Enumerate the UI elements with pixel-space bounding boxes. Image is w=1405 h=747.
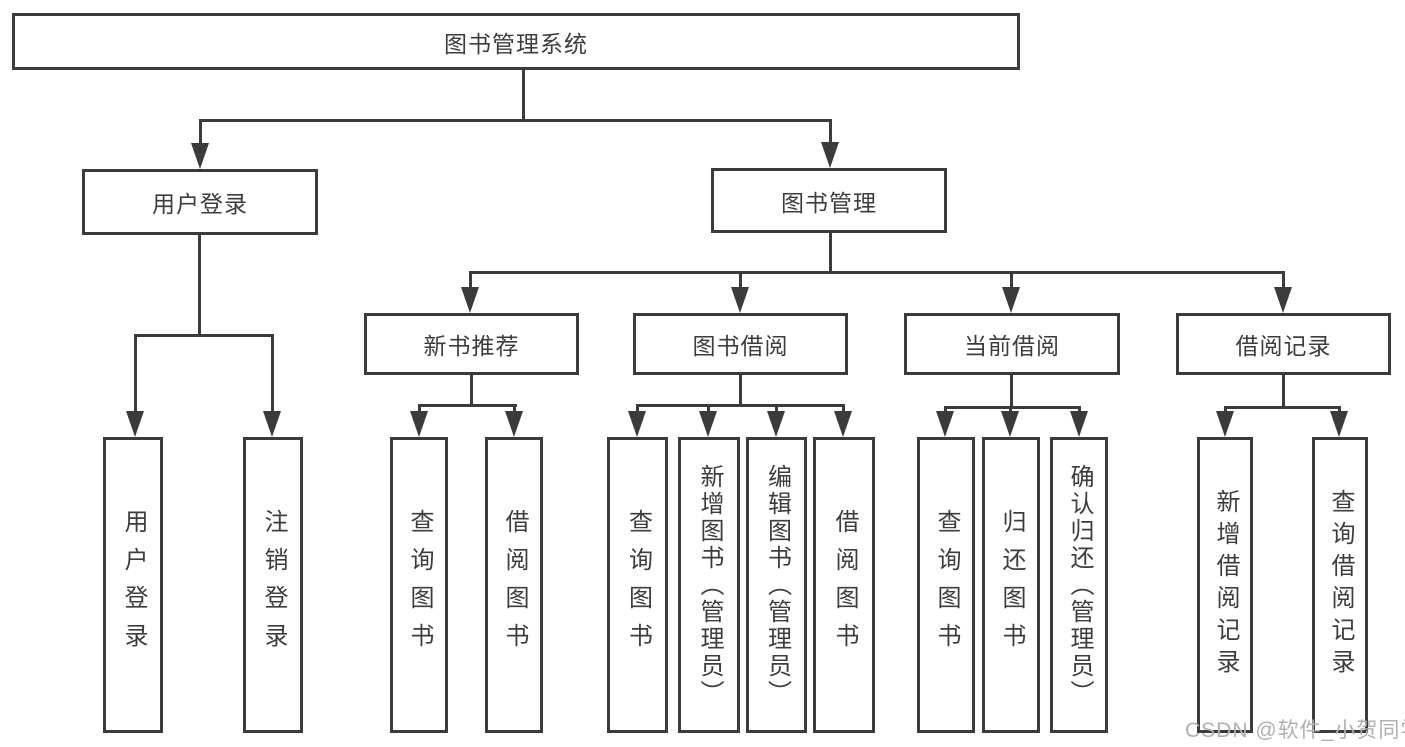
leaf-query-borrow-record: 查询借阅记录 [1312, 437, 1368, 733]
arrowhead-down-icon [1070, 411, 1088, 437]
connector-line [513, 404, 516, 415]
node-current-borrow: 当前借阅 [904, 313, 1120, 375]
arrowhead-down-icon [505, 411, 523, 437]
connector-line [636, 404, 639, 415]
node-root: 图书管理系统 [12, 13, 1020, 70]
connector-line [775, 404, 778, 415]
arrowhead-down-icon [1330, 411, 1348, 437]
connector-line [134, 334, 137, 415]
connector-line [271, 334, 274, 415]
connector-line [636, 404, 843, 407]
arrowhead-down-icon [821, 142, 839, 168]
leaf-borrow-books: 借阅图书 [485, 437, 543, 733]
leaf-query-books: 查询图书 [607, 437, 668, 733]
connector-line [134, 334, 274, 337]
arrowhead-down-icon [936, 411, 954, 437]
connector-line [1010, 271, 1013, 291]
leaf-logout: 注销登录 [243, 437, 303, 733]
leaf-query-books: 查询图书 [917, 437, 975, 733]
connector-line [739, 374, 742, 406]
node-new-book-recommend: 新书推荐 [364, 313, 579, 375]
leaf-add-books-admin: 新增图书（管理员） [678, 437, 740, 733]
arrowhead-down-icon [1002, 287, 1020, 313]
connector-line [199, 119, 202, 147]
node-book-management-branch: 图书管理 [711, 168, 947, 233]
connector-line [1282, 271, 1285, 291]
connector-line [1009, 406, 1012, 415]
arrowhead-down-icon [1216, 411, 1234, 437]
leaf-add-borrow-record: 新增借阅记录 [1197, 437, 1253, 733]
arrowhead-down-icon [1274, 287, 1292, 313]
arrowhead-down-icon [699, 411, 717, 437]
connector-line [469, 271, 472, 291]
connector-line [829, 119, 832, 147]
node-borrow-record: 借阅记录 [1176, 313, 1391, 375]
watermark: CSDN @软件_小贺同学 [1185, 719, 1405, 742]
leaf-return-books: 归还图书 [982, 437, 1040, 733]
leaf-confirm-return-admin: 确认归还（管理员） [1050, 437, 1108, 733]
arrowhead-down-icon [628, 411, 646, 437]
connector-line [1224, 406, 1227, 415]
connector-line [1078, 406, 1081, 415]
connector-line [944, 406, 947, 415]
connector-line [418, 404, 517, 407]
connector-line [522, 69, 525, 121]
arrowhead-down-icon [1001, 411, 1019, 437]
arrowhead-down-icon [767, 411, 785, 437]
connector-line [469, 271, 1285, 274]
connector-line [1282, 374, 1285, 408]
connector-line [198, 234, 201, 336]
connector-line [707, 404, 710, 415]
arrowhead-down-icon [191, 143, 209, 169]
leaf-edit-books-admin: 编辑图书（管理员） [746, 437, 807, 733]
connector-line [1338, 406, 1341, 415]
arrowhead-down-icon [263, 411, 281, 437]
arrowhead-down-icon [410, 411, 428, 437]
leaf-query-books: 查询图书 [390, 437, 448, 733]
connector-line [829, 232, 832, 274]
node-user-login-branch: 用户登录 [82, 169, 318, 235]
leaf-borrow-books: 借阅图书 [813, 437, 875, 733]
arrowhead-down-icon [834, 411, 852, 437]
connector-line [470, 374, 473, 406]
connector-line [1224, 406, 1341, 409]
arrowhead-down-icon [461, 287, 479, 313]
connector-line [842, 404, 845, 415]
arrowhead-down-icon [126, 411, 144, 437]
node-book-borrow: 图书借阅 [633, 313, 848, 375]
connector-line [1010, 374, 1013, 408]
connector-line [199, 119, 832, 122]
arrowhead-down-icon [731, 287, 749, 313]
connector-line [944, 406, 1081, 409]
leaf-user-login: 用户登录 [103, 437, 163, 733]
connector-line [418, 404, 421, 415]
connector-line [739, 271, 742, 291]
